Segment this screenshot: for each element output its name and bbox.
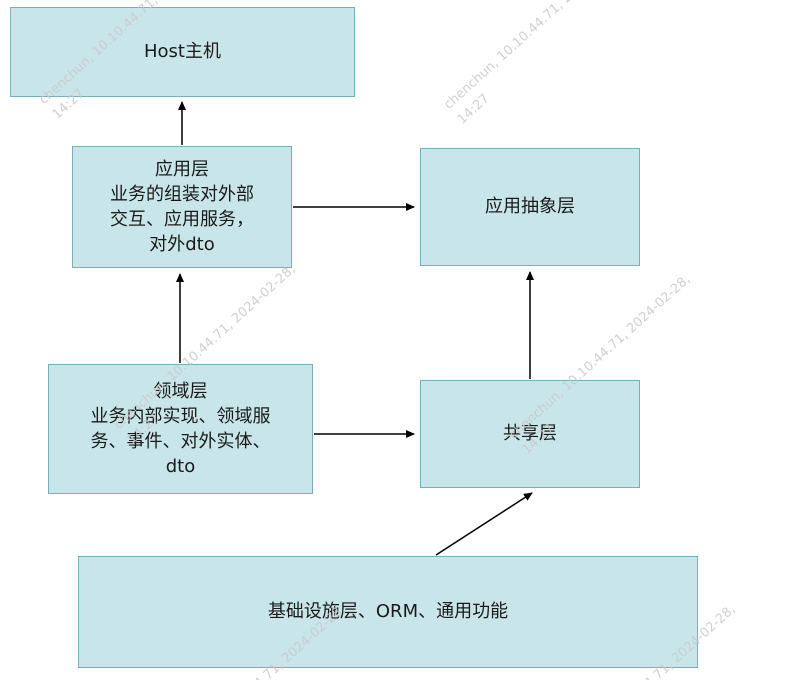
node-host-label: Host主机 [144, 41, 221, 63]
node-domain-layer-label: 领域层 业务内部实现、领域服 务、事件、对外实体、 dto [90, 380, 271, 478]
edge-infrastructure-to-shared-layer [435, 492, 533, 556]
node-shared-layer-label: 共享层 [503, 423, 557, 445]
node-host: Host主机 [10, 7, 355, 97]
node-domain-layer: 领域层 业务内部实现、领域服 务、事件、对外实体、 dto [48, 364, 313, 494]
node-shared-layer: 共享层 [420, 380, 640, 488]
node-application-abstraction-layer-label: 应用抽象层 [485, 196, 575, 218]
node-application-abstraction-layer: 应用抽象层 [420, 148, 640, 266]
node-infrastructure-layer: 基础设施层、ORM、通用功能 [78, 556, 698, 668]
node-application-layer-label: 应用层 业务的组装对外部 交互、应用服务， 对外dto [110, 158, 254, 256]
node-infrastructure-layer-label: 基础设施层、ORM、通用功能 [267, 601, 509, 623]
watermark-text: chenchun, 10.10.44.71, 2024-02-28, 14:27 [441, 0, 628, 128]
node-application-layer: 应用层 业务的组装对外部 交互、应用服务， 对外dto [72, 146, 292, 268]
